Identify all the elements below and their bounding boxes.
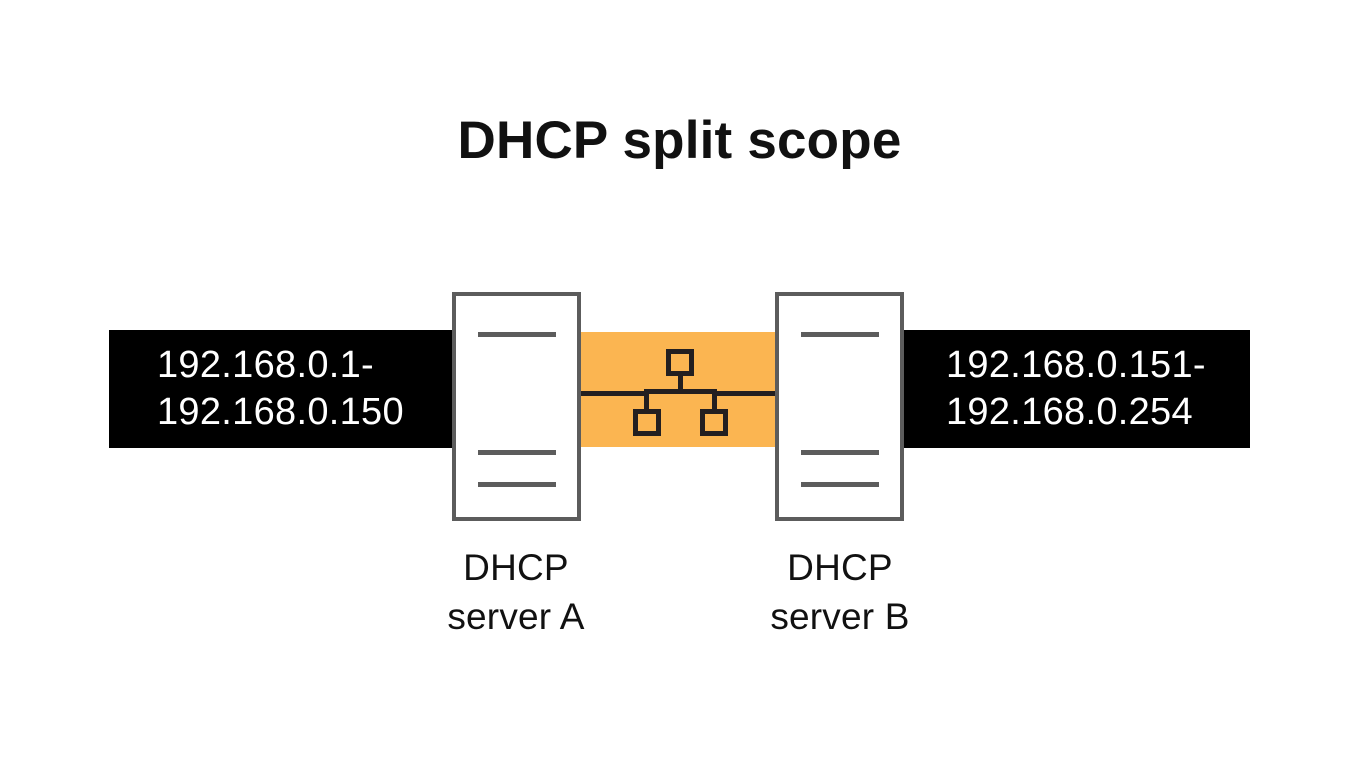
server-b-label-line2: server B: [770, 595, 910, 637]
network-node-bottom-right-icon: [700, 409, 728, 436]
scope-banner-right: 192.168.0.151- 192.168.0.254: [896, 330, 1250, 448]
scope-right-range-start: 192.168.0.151-: [946, 343, 1206, 386]
page-title: DHCP split scope: [457, 111, 902, 170]
network-hierarchy-icon: [666, 349, 694, 376]
scope-right-range-end: 192.168.0.254: [946, 391, 1193, 433]
server-b-slot-1: [801, 332, 879, 337]
server-b-label: DHCP server B: [710, 544, 970, 642]
scope-left-range-end: 192.168.0.150: [157, 391, 404, 433]
link-network-to-server-b: [717, 391, 776, 396]
server-b-label-line1: DHCP: [787, 547, 893, 588]
network-stem: [678, 376, 683, 393]
network-drop-right: [712, 389, 717, 411]
server-b-slot-2: [801, 450, 879, 455]
server-a-slot-1: [478, 332, 556, 337]
server-b-icon: [775, 292, 904, 521]
network-node-bottom-left-icon: [633, 409, 661, 436]
server-b-slot-3: [801, 482, 879, 487]
network-bus: [644, 389, 717, 394]
server-a-label-line2: server A: [447, 595, 585, 637]
scope-left-range-start: 192.168.0.1-: [157, 343, 374, 386]
server-a-slot-3: [478, 482, 556, 487]
server-a-label: DHCP server A: [386, 544, 646, 642]
scope-banner-left: 192.168.0.1- 192.168.0.150: [109, 330, 464, 448]
network-drop-left: [644, 389, 649, 411]
link-server-a-to-network: [581, 391, 644, 396]
server-a-icon: [452, 292, 581, 521]
server-a-label-line1: DHCP: [463, 547, 569, 588]
server-a-slot-2: [478, 450, 556, 455]
